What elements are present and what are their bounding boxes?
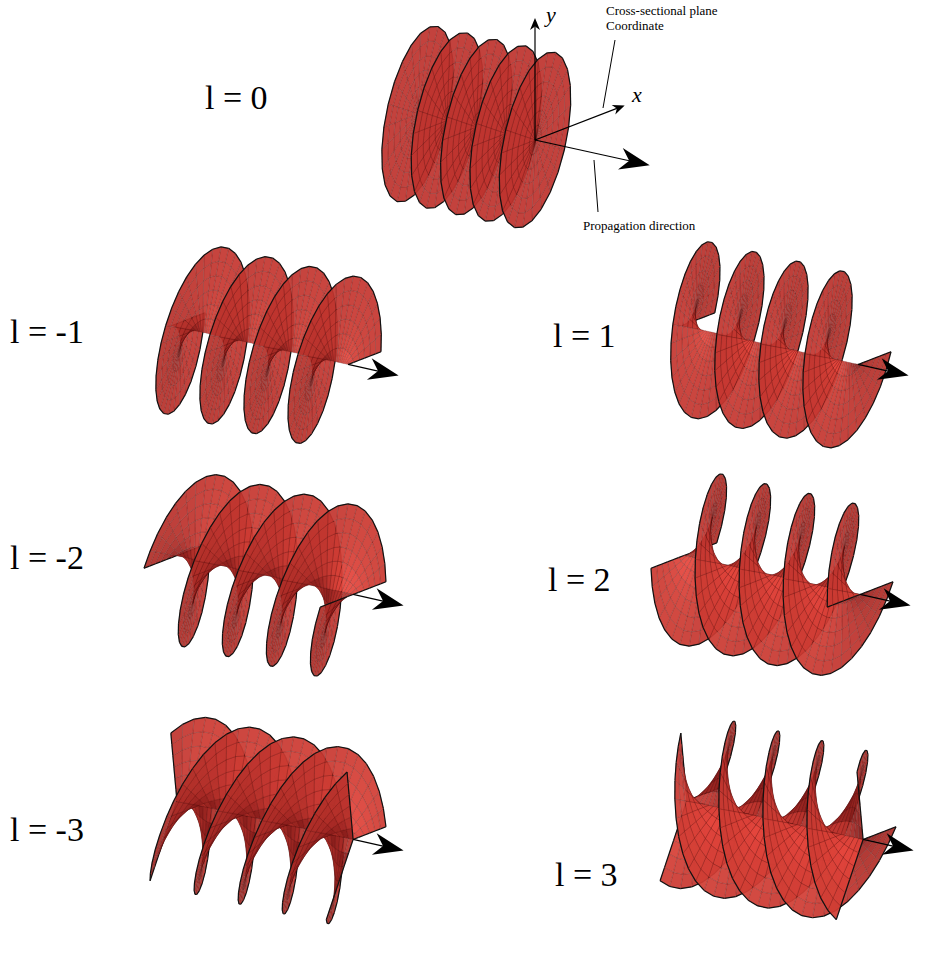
figure-stage: l = 0yCross-sectional plane CoordinatexP…	[0, 0, 931, 970]
